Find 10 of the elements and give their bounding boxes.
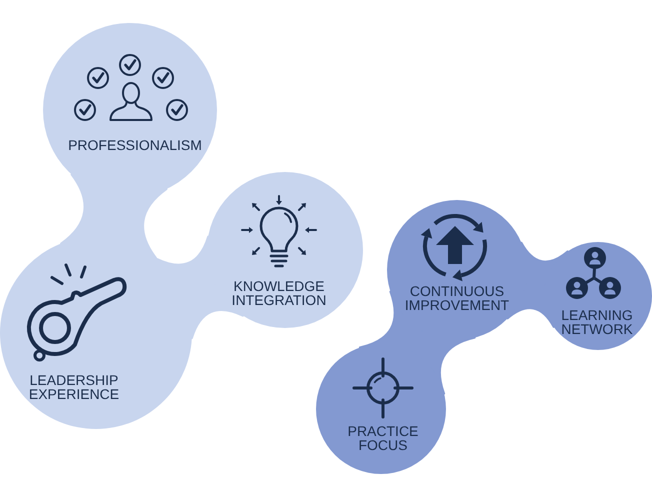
bubble-bridge <box>358 290 476 395</box>
bubble-bridge <box>156 236 244 340</box>
topic-label: LEADERSHIP EXPERIENCE <box>28 373 120 401</box>
topic-label: LEARNING NETWORK <box>561 308 633 336</box>
bubble-bridge <box>506 242 569 328</box>
topic-label: KNOWLEDGE INTEGRATION <box>232 279 326 307</box>
topic-label: CONTINUOUS IMPROVEMENT <box>404 284 510 312</box>
topic-label: PROFESSIONALISM <box>68 138 202 152</box>
topic-label: PRACTICE FOCUS <box>348 424 418 452</box>
bubble-bridge <box>60 174 168 259</box>
